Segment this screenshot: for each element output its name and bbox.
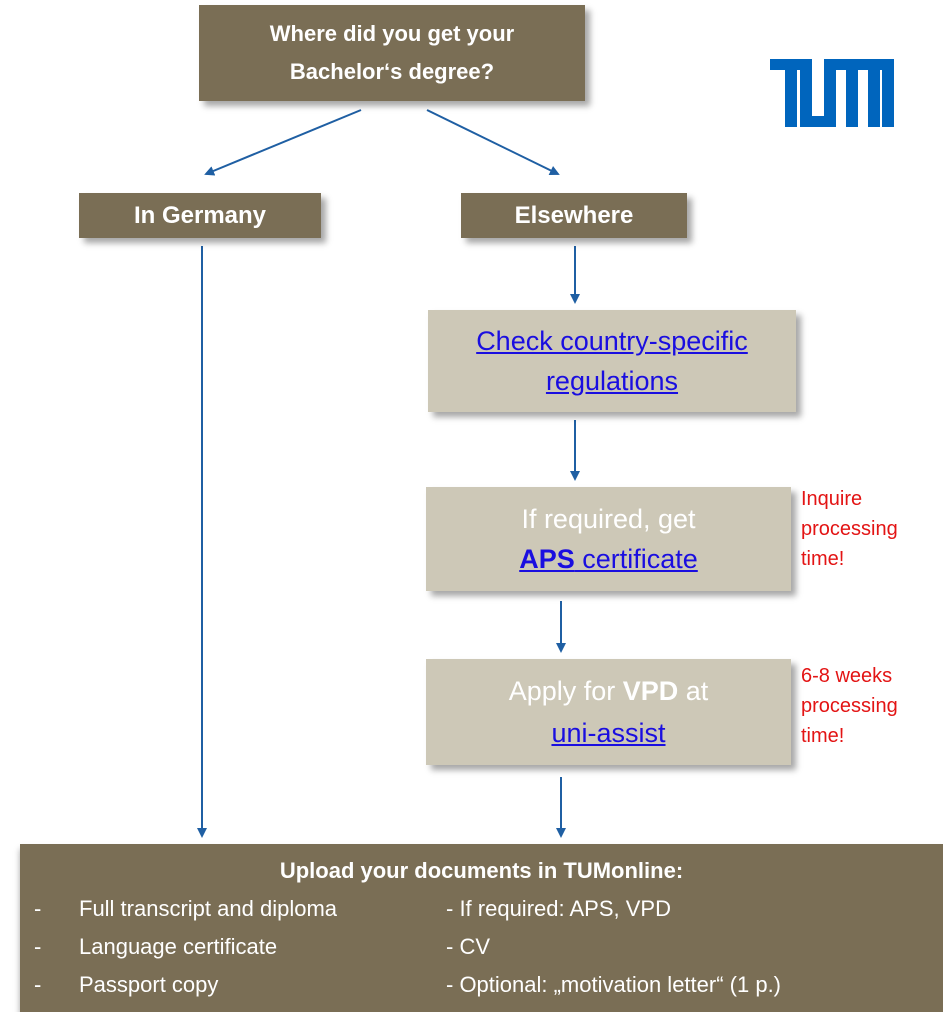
arrow-to-elsewhere (426, 109, 560, 175)
check-regulations-line2: regulations (545, 366, 679, 396)
upload-title: Upload your documents in TUMonline: (279, 858, 684, 883)
question-line2: Bachelor‘s degree? (289, 59, 495, 84)
upload-right-item-3: - Optional: „motivation letter“ (1 p.) (446, 972, 782, 997)
vpd-box: Apply for VPD at uni-assist (426, 659, 791, 765)
arrow-to-germany (204, 109, 362, 176)
upload-right-item-1: - If required: APS, VPD (446, 896, 671, 921)
aps-link-bold: APS (519, 544, 575, 574)
aps-note-line2: processing (801, 518, 898, 540)
question-box: Where did you get your Bachelor‘s degree… (199, 5, 585, 101)
upload-box: Upload your documents in TUMonline: - - … (20, 844, 943, 1012)
upload-right-item-2: - CV (446, 934, 490, 959)
aps-note-line1: Inquire (801, 488, 863, 510)
upload-left-item-1: Full transcript and diploma (79, 896, 338, 921)
vpd-prefix: Apply for (508, 676, 623, 706)
aps-link-rest: certificate (574, 544, 698, 574)
vpd-line1: Apply for VPD at (509, 670, 709, 712)
branch-elsewhere-label: Elsewhere (514, 201, 634, 229)
check-regulations-box: Check country-specific regulations (428, 310, 796, 412)
upload-dash-1: - (34, 896, 42, 921)
check-regulations-link[interactable]: Check country-specific regulations (476, 321, 748, 401)
aps-line1: If required, get (521, 504, 696, 534)
uni-assist-link[interactable]: uni-assist (551, 718, 666, 748)
branch-in-germany: In Germany (79, 193, 321, 238)
vpd-suffix: at (678, 676, 709, 706)
question-line1: Where did you get your (269, 21, 515, 46)
branch-elsewhere: Elsewhere (461, 193, 687, 238)
vpd-note-line1: 6-8 weeks (801, 665, 893, 687)
upload-dash-3: - (34, 972, 42, 997)
vpd-note-line3: time! (801, 725, 845, 747)
aps-box: If required, get APS certificate (426, 487, 791, 591)
branch-in-germany-label: In Germany (133, 201, 267, 229)
upload-left-item-3: Passport copy (79, 972, 219, 997)
aps-certificate-link[interactable]: APS certificate (519, 539, 698, 579)
upload-dash-2: - (34, 934, 42, 959)
vpd-bold: VPD (622, 676, 679, 706)
tum-logo (770, 59, 894, 127)
aps-note: Inquire processing time! (801, 484, 898, 574)
aps-note-line3: time! (801, 548, 845, 570)
tum-logo-icon (770, 59, 894, 127)
check-regulations-line1: Check country-specific (476, 326, 748, 356)
vpd-note-line2: processing (801, 695, 898, 717)
vpd-note: 6-8 weeks processing time! (801, 661, 898, 751)
upload-left-item-2: Language certificate (79, 934, 278, 959)
